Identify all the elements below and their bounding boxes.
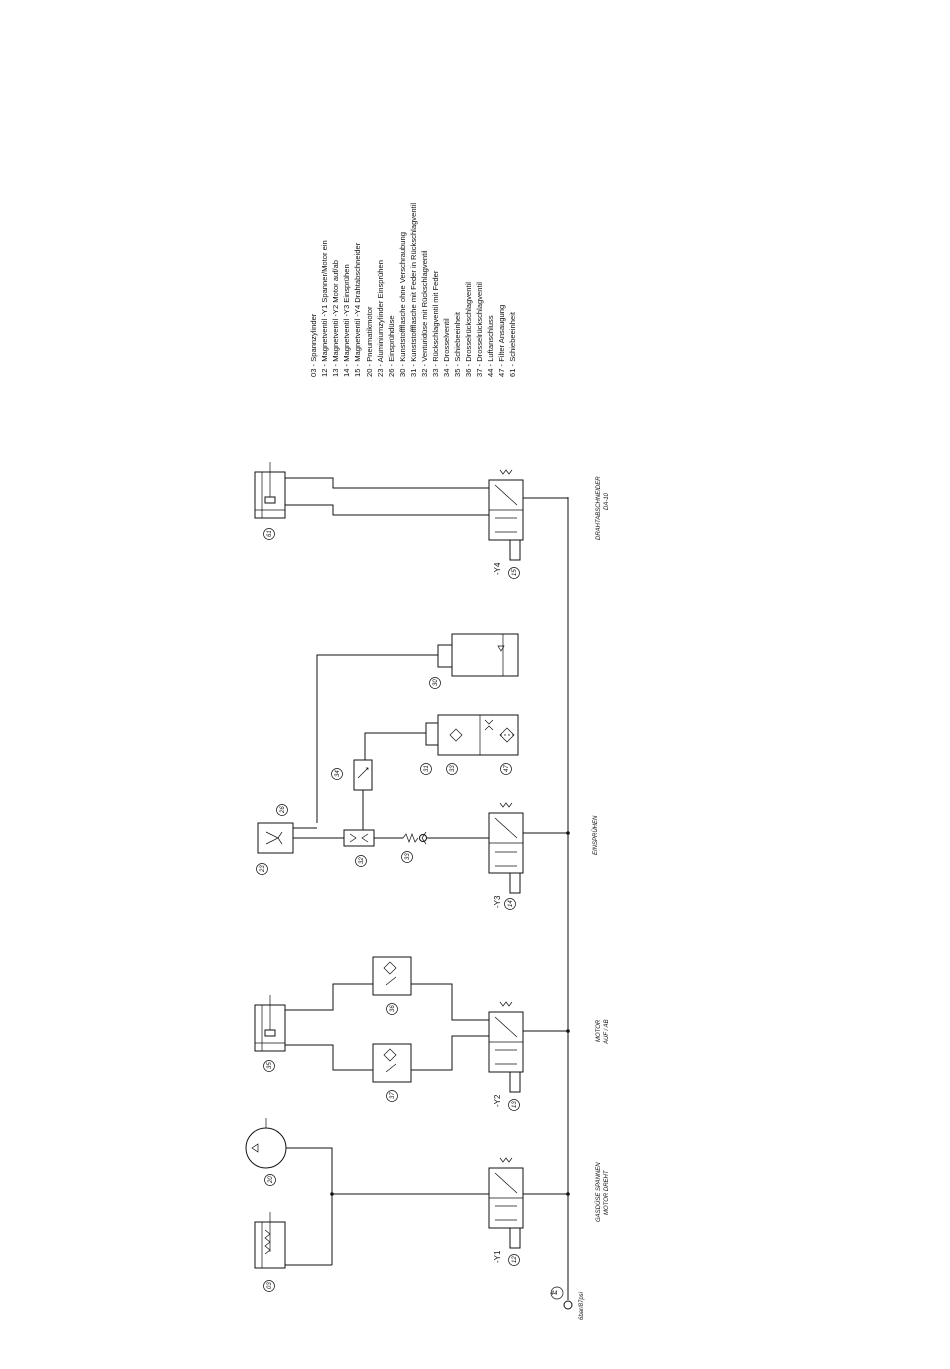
label-33-bottle: 33 <box>450 765 456 772</box>
legend-item: 31 - Kunststoffflasche mit Feder in Rück… <box>409 203 418 377</box>
plastic-bottle-with-filter <box>364 714 519 760</box>
legend-item: 47 - Filter Ansaugung <box>497 305 506 377</box>
label-34: 34 <box>335 770 341 777</box>
slide-unit-35 <box>254 983 373 1071</box>
label-13: 13 <box>512 1101 518 1108</box>
supply-pressure: 6bar/87psi <box>579 1291 585 1320</box>
label-35: 35 <box>267 1062 273 1069</box>
valve-label-y3: -Y3 <box>493 895 502 908</box>
label-61: 61 <box>267 530 273 537</box>
solenoid-valve-y3 <box>488 802 524 894</box>
function-label: GASDÜSE SPANNEN <box>595 1162 602 1222</box>
function-label: DRAHTABSCHNEIDER <box>596 476 602 540</box>
label-14: 14 <box>508 900 514 907</box>
throttle-valve-34 <box>353 759 373 830</box>
clamping-cylinder-03 <box>254 1212 332 1269</box>
aluminium-cylinder-23 <box>257 822 317 854</box>
throttle-check-valve-36 <box>372 956 489 1021</box>
function-label: EINSPRÜHEN <box>592 815 599 855</box>
solenoid-valve-y1 <box>488 1157 524 1249</box>
pneumatic-motor-20 <box>245 1118 333 1265</box>
legend-item: 23 - Aluminiumzylinder Einsprühen <box>376 260 385 377</box>
label-37: 37 <box>390 1092 396 1099</box>
legend-item: 26 - Einsprühdüse <box>387 315 396 377</box>
check-valve-33 <box>402 831 489 845</box>
legend-item: 34 - Drosselventil <box>442 318 451 377</box>
legend-item: 30 - Kunststoffflasche ohne Verschraubun… <box>398 232 407 377</box>
legend-item: 61 - Schiebeeinheit <box>508 311 517 377</box>
label-47: 47 <box>504 765 510 772</box>
legend-item: 12 - Magnetventil -Y1 Spanner/Motor ein <box>320 240 329 377</box>
throttle-check-valve-37 <box>372 1035 489 1083</box>
legend-item: 20 - Pneumatikmotor <box>365 306 374 377</box>
legend: 03 - Spannzylinder 12 - Magnetventil -Y1… <box>309 203 517 377</box>
label-12: 12 <box>512 1256 518 1263</box>
label-32: 32 <box>359 857 365 864</box>
function-label: AUF / AB <box>604 1019 610 1045</box>
supply-line <box>523 497 573 1310</box>
label-36: 36 <box>390 1005 396 1012</box>
legend-item: 14 - Magnetventil -Y3 Einsprühen <box>342 264 351 377</box>
label-26: 26 <box>280 806 286 814</box>
valve-label-y2: -Y2 <box>493 1094 502 1107</box>
label-31: 31 <box>424 765 430 772</box>
legend-item: 32 - Venturidüse mit Rückschlagventil <box>420 250 429 377</box>
function-label: DA-10 <box>604 492 610 510</box>
label-30: 30 <box>433 679 439 686</box>
legend-item: 36 - Drosselrückschlagventil <box>464 282 473 377</box>
label-23: 23 <box>260 865 266 873</box>
legend-item: 37 - Drosselrückschlagventil <box>475 282 484 377</box>
legend-item: 33 - Rückschlagventil mit Feder <box>431 270 440 377</box>
legend-item: 03 - Spannzylinder <box>309 313 318 377</box>
valve-label-y1: -Y1 <box>493 1250 502 1263</box>
legend-item: 44 - Luftanschluss <box>486 315 495 377</box>
slide-unit-61 <box>254 462 489 519</box>
function-label: MOTOR <box>596 1019 602 1042</box>
legend-item: 15 - Magnetventil -Y4 Drahtabschneider <box>353 242 362 377</box>
function-label: MOTOR DREHT <box>604 1169 610 1215</box>
label-15: 15 <box>512 569 518 576</box>
plastic-bottle-30 <box>316 633 519 823</box>
valve-label-y4: -Y4 <box>493 562 502 575</box>
legend-item: 35 - Schiebeeinheit <box>453 311 462 377</box>
legend-item: 13 - Magnetventil -Y2 Motor auf/ab <box>331 260 340 377</box>
solenoid-valve-y2 <box>488 1001 524 1093</box>
venturi-nozzle-32 <box>293 829 403 847</box>
air-connection-symbol <box>563 1300 573 1310</box>
label-03: 03 <box>267 1282 273 1289</box>
label-33-check: 33 <box>405 853 411 860</box>
solenoid-valve-y4 <box>488 469 524 561</box>
label-20: 20 <box>268 1176 274 1184</box>
label-44: 44 <box>551 1291 558 1297</box>
